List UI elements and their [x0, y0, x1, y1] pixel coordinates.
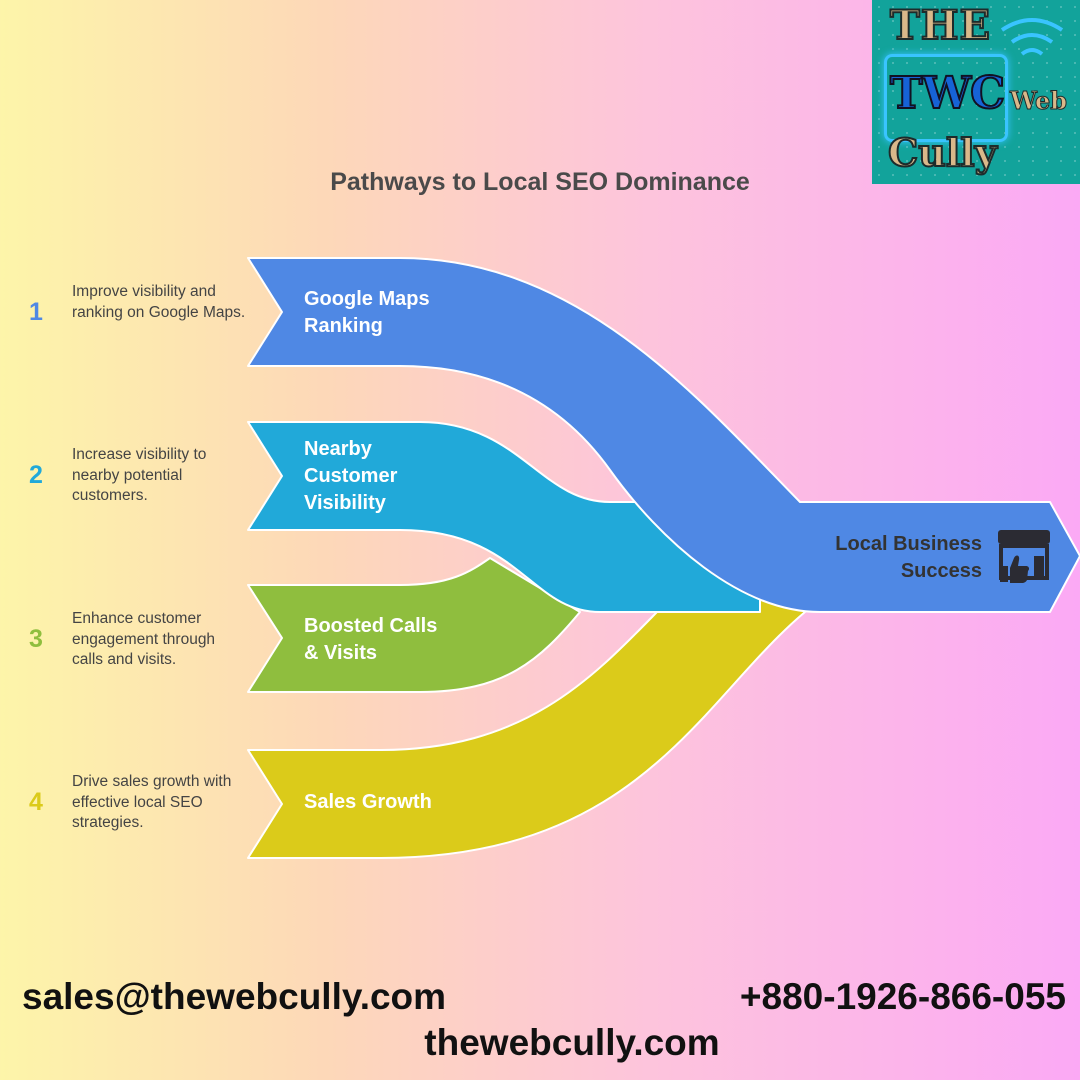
- logo-text-the: THE: [889, 1, 992, 50]
- result-label: Local Business Success: [835, 533, 982, 582]
- logo-text-web: Web: [1009, 86, 1068, 116]
- step-description-3: Enhance customer engagement through call…: [72, 610, 216, 668]
- path-label-google-maps: Google Maps Ranking: [304, 288, 430, 337]
- flow-nearby-customer: [247, 421, 761, 613]
- flow-google-maps: [247, 257, 1080, 613]
- footer-website[interactable]: thewebcully.com: [424, 1022, 720, 1063]
- footer-phone[interactable]: +880-1926-866-055: [739, 976, 1066, 1017]
- step-description-1: Improve visibility and ranking on Google…: [72, 283, 246, 321]
- step-number-2: 2: [29, 461, 43, 489]
- step-number-1: 1: [29, 298, 43, 326]
- flow-boosted-calls: [247, 557, 581, 693]
- storefront-thumbs-up-icon: [998, 530, 1050, 583]
- path-label-sales-growth: Sales Growth: [304, 791, 432, 813]
- flow-sales-growth: [247, 559, 806, 859]
- wifi-waves-icon: [1000, 18, 1064, 56]
- step-description-2: Increase visibility to nearby potential …: [72, 446, 207, 504]
- logo-text-twc: TWC: [889, 67, 1006, 120]
- step-description-4: Drive sales growth with effective local …: [72, 773, 232, 831]
- footer-email[interactable]: sales@thewebcully.com: [22, 976, 447, 1017]
- page-title: Pathways to Local SEO Dominance: [330, 168, 750, 196]
- brand-logo: THE TWC Web Cully: [872, 0, 1080, 184]
- step-number-3: 3: [29, 625, 43, 653]
- path-label-nearby-customer: Nearby Customer Visibility: [304, 438, 398, 514]
- logo-text-cully: Cully: [887, 129, 998, 176]
- step-number-4: 4: [29, 788, 43, 816]
- path-label-boosted-calls: Boosted Calls & Visits: [304, 615, 438, 664]
- logo-frame: [884, 54, 1008, 142]
